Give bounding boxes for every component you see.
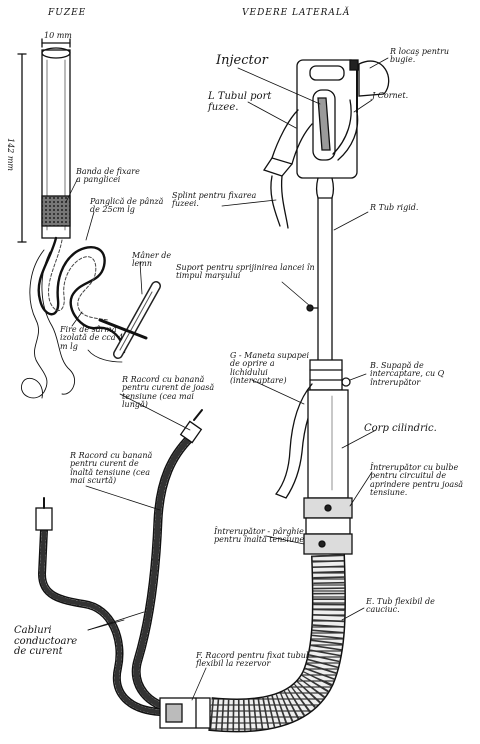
label-ribbon: Panglică de pânză de 25cm lg bbox=[90, 197, 164, 215]
label-horn: J Cornet. bbox=[372, 91, 409, 100]
lance-drawing bbox=[262, 59, 390, 555]
label-interceptor-valve: B. Supapă de intercaptare, cu Q întrerup… bbox=[370, 361, 445, 387]
label-rigid-tube: R Tub rigid. bbox=[370, 203, 419, 212]
fuse-drawing bbox=[17, 38, 161, 399]
label-low-voltage-plug: R Racord cu banană pentru curent de joas… bbox=[122, 375, 215, 410]
label-cables: Cabluri conductoare de curent bbox=[14, 625, 78, 657]
label-wires: Fire de sârmă izolată de cca 4 m lg bbox=[60, 325, 124, 351]
header-side-view: VEDERE LATERALĂ bbox=[242, 8, 351, 18]
dim-width-label: 10 mm bbox=[44, 31, 72, 40]
label-valve-lever: G - Maneta supapei de oprire a lichidulu… bbox=[230, 351, 310, 386]
hoses-drawing bbox=[35, 409, 346, 733]
label-flexible-hose: E. Tub flexibil de cauciuc. bbox=[366, 597, 435, 615]
label-tie-band: Banda de fixare a panglicei bbox=[76, 167, 140, 185]
label-support: Suport pentru sprijinirea lancei în timp… bbox=[176, 263, 315, 281]
label-split-pin: Splint pentru fixarea fuzeei. bbox=[172, 191, 257, 209]
label-lever-switch: Întrerupător - pârghie pentru înaltă ten… bbox=[214, 527, 305, 545]
dim-length-label: 142 mm bbox=[6, 138, 15, 171]
label-injector: Injector bbox=[216, 53, 268, 68]
label-wood-handle: Mâner de lemn bbox=[132, 251, 172, 269]
leader-lines bbox=[65, 57, 389, 701]
label-fuse-tube: L Tubul port fuzee. bbox=[208, 91, 272, 113]
header-fuses: FUZEE bbox=[48, 8, 87, 18]
label-high-voltage-plug: R Racord cu banană pentru curent de înal… bbox=[70, 451, 153, 486]
label-bougie-housing: R locaş pentru bugie. bbox=[390, 47, 450, 65]
label-bulb-switch: Întrerupător cu bulbe pentru circuitul d… bbox=[370, 463, 464, 498]
label-fuel-fitting: F. Racord pentru fixat tubul flexibil la… bbox=[196, 651, 309, 669]
label-cylindrical-body: Corp cilindric. bbox=[364, 423, 437, 434]
